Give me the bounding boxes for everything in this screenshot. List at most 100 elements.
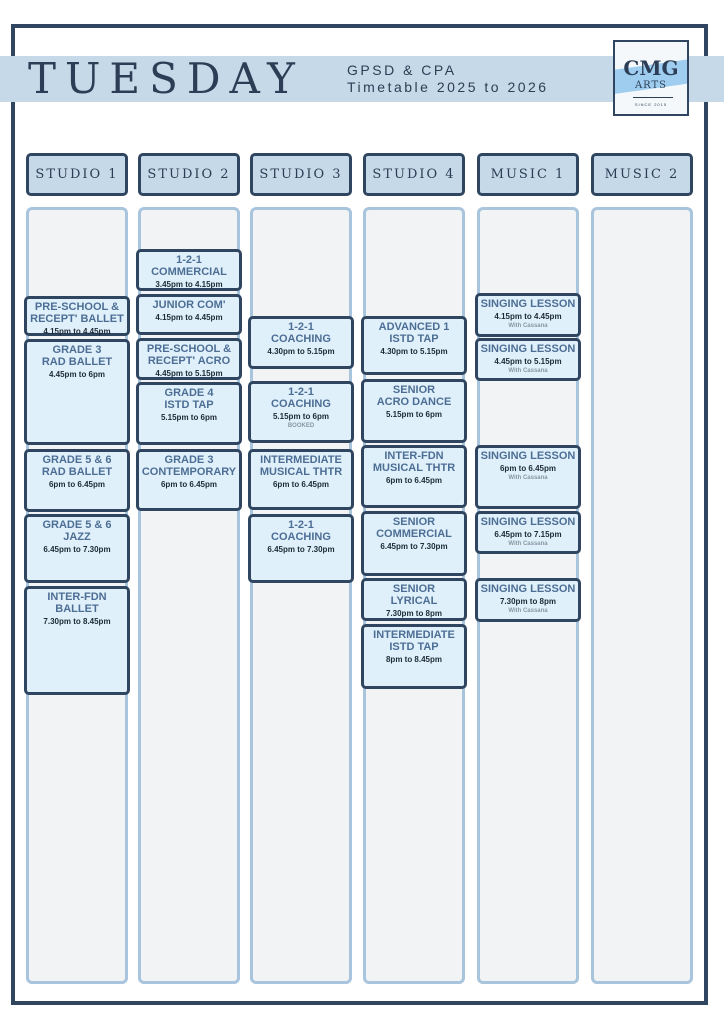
class-title: RAD BALLET — [41, 356, 113, 368]
studio-1-header: STUDIO 1 — [26, 153, 128, 196]
class-title: INTER-FDN — [47, 591, 107, 603]
studio-3-header: STUDIO 3 — [250, 153, 352, 196]
class-time: 6pm to 6.45pm — [385, 476, 442, 485]
studio-2-column — [138, 207, 240, 984]
logo-main-text: CMG — [623, 56, 679, 80]
class-title: ADVANCED 1 — [378, 321, 450, 333]
class-time: 4.15pm to 4.45pm — [155, 313, 223, 322]
class-time: 6.45pm to 7.30pm — [267, 545, 335, 554]
music-1-header: MUSIC 1 — [477, 153, 579, 196]
class-time: 6.45pm to 7.30pm — [43, 545, 111, 554]
class-title: RECEPT' ACRO — [147, 355, 231, 367]
logo-rule — [633, 97, 673, 98]
class-title: INTERMEDIATE — [373, 629, 455, 641]
class-title: SENIOR — [392, 583, 436, 595]
class-time: 4.15pm to 4.45pm — [43, 327, 111, 336]
class-title: GRADE 3 — [164, 454, 214, 466]
class-time: 4.30pm to 5.15pm — [380, 347, 448, 356]
class-time: 4.45pm to 6pm — [48, 370, 105, 379]
class-title: GRADE 5 & 6 — [42, 454, 112, 466]
class-title: SINGING LESSON — [480, 450, 576, 462]
class-time: 6.45pm to 7.30pm — [380, 542, 448, 551]
class-title: COACHING — [271, 333, 331, 345]
class-note: With Cassana — [508, 608, 548, 614]
logo-tagline: SINCE 2015 — [634, 102, 668, 107]
class-time: 7.30pm to 8pm — [385, 609, 442, 618]
class-time: 8pm to 8.45pm — [385, 655, 442, 664]
class-time: 6pm to 6.45pm — [160, 480, 217, 489]
class-title: PRE-SCHOOL & — [146, 343, 232, 355]
class-title: SINGING LESSON — [480, 343, 576, 355]
class-title: GRADE 5 & 6 — [42, 519, 112, 531]
class-title: MUSICAL THTR — [372, 462, 456, 474]
class-title: ISTD TAP — [389, 641, 439, 653]
class-note: With Cassana — [508, 323, 548, 329]
class-title: SINGING LESSON — [480, 583, 576, 595]
subtitle-line-1: GPSD & CPA — [347, 62, 457, 78]
class-block[interactable]: JUNIOR COM' 4.15pm to 4.45pm — [136, 294, 242, 335]
class-time: 6pm to 6.45pm — [272, 480, 329, 489]
class-time: 4.45pm to 5.15pm — [155, 369, 223, 378]
class-time: 6pm to 6.45pm — [499, 464, 556, 473]
class-title: JUNIOR COM' — [152, 299, 226, 311]
music-2-column — [591, 207, 693, 984]
class-title: ISTD TAP — [389, 333, 439, 345]
class-block[interactable]: PRE-SCHOOL &RECEPT' BALLET 4.15pm to 4.45… — [24, 296, 130, 336]
class-time: 5.15pm to 6pm — [160, 413, 217, 422]
class-title: GRADE 4 — [164, 387, 214, 399]
subtitle: GPSD & CPA Timetable 2025 to 2026 — [347, 62, 549, 96]
class-time: 7.30pm to 8pm — [499, 597, 556, 606]
class-time: 5.15pm to 6pm — [385, 410, 442, 419]
page-frame — [11, 24, 708, 1005]
class-block[interactable]: PRE-SCHOOL &RECEPT' ACRO 4.45pm to 5.15pm — [136, 338, 242, 380]
class-title: ISTD TAP — [164, 399, 214, 411]
class-time: 4.45pm to 5.15pm — [494, 357, 562, 366]
class-title: COMMERCIAL — [151, 266, 227, 278]
class-title: 1-2-1 — [176, 254, 202, 266]
class-title: RECEPT' BALLET — [30, 313, 124, 325]
class-title: PRE-SCHOOL & — [34, 301, 120, 313]
class-title: MUSICAL THTR — [259, 466, 343, 478]
class-title: ACRO DANCE — [376, 396, 452, 408]
class-title: SENIOR — [392, 384, 436, 396]
class-time: 6pm to 6.45pm — [48, 480, 105, 489]
class-note: BOOKED — [287, 423, 315, 429]
class-title: SINGING LESSON — [480, 298, 576, 310]
class-title: 1-2-1 — [288, 386, 314, 398]
class-title: SENIOR — [392, 516, 436, 528]
class-title: CONTEMPORARY — [141, 466, 237, 478]
cmg-arts-logo: CMG ARTS SINCE 2015 — [613, 40, 689, 116]
class-title: INTERMEDIATE — [260, 454, 342, 466]
day-title: TUESDAY — [28, 54, 304, 103]
music-2-header: MUSIC 2 — [591, 153, 693, 196]
class-title: RAD BALLET — [41, 466, 113, 478]
title-banner — [0, 56, 724, 102]
studio-2-header: STUDIO 2 — [138, 153, 240, 196]
class-title: INTER-FDN — [384, 450, 444, 462]
studio-4-header: STUDIO 4 — [363, 153, 465, 196]
class-time: 4.15pm to 4.45pm — [494, 312, 562, 321]
class-title: COMMERCIAL — [376, 528, 452, 540]
